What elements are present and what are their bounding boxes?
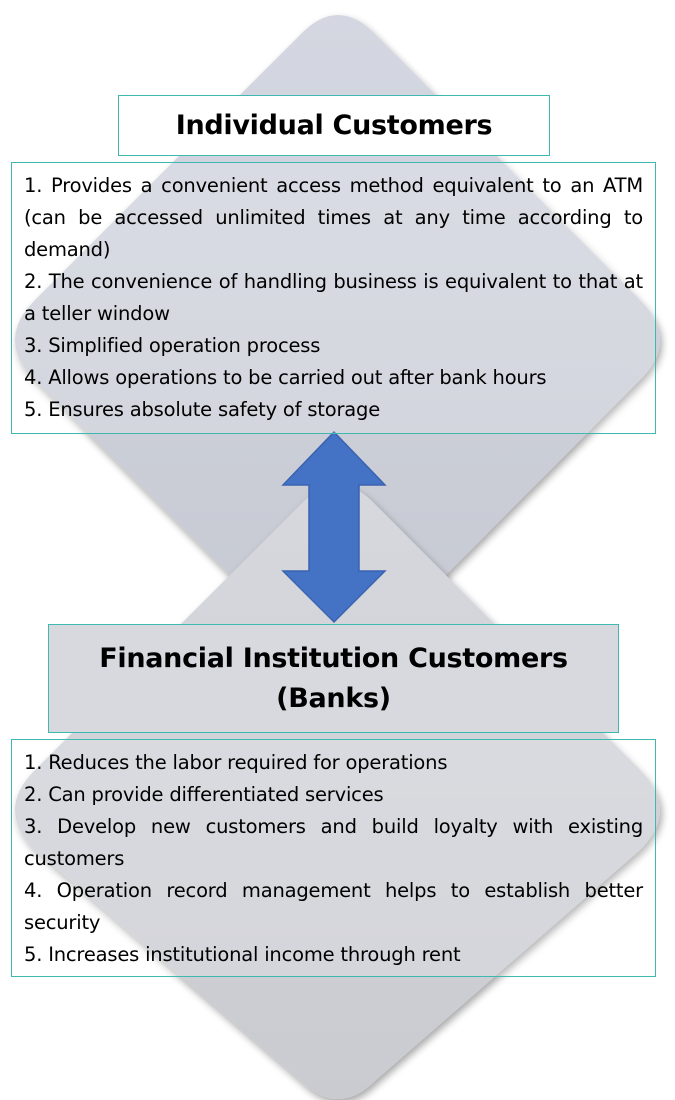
individual-customers-benefits: 1. Provides a convenient access method e… bbox=[11, 162, 656, 434]
list-item: 1. Reduces the labor required for operat… bbox=[24, 751, 448, 774]
financial-institution-customers-title: Financial Institution Customers (Banks) bbox=[48, 624, 619, 733]
list-item: 4. Operation record management helps to … bbox=[24, 879, 643, 934]
financial-institution-benefits: 1. Reduces the labor required for operat… bbox=[11, 739, 656, 977]
individual-customers-title-text: Individual Customers bbox=[175, 109, 493, 141]
list-item: 3. Simplified operation process bbox=[24, 334, 321, 357]
double-arrow-icon bbox=[281, 430, 387, 624]
list-item: 2. The convenience of handling business … bbox=[24, 270, 643, 325]
list-item: 5. Increases institutional income throug… bbox=[24, 943, 461, 966]
list-item: 3. Develop new customers and build loyal… bbox=[24, 815, 643, 870]
list-item: 4. Allows operations to be carried out a… bbox=[24, 366, 547, 389]
list-item: 1. Provides a convenient access method e… bbox=[24, 174, 643, 261]
individual-customers-title: Individual Customers bbox=[118, 95, 550, 156]
list-item: 5. Ensures absolute safety of storage bbox=[24, 398, 381, 421]
list-item: 2. Can provide differentiated services bbox=[24, 783, 384, 806]
financial-institution-customers-title-text: Financial Institution Customers (Banks) bbox=[99, 642, 568, 714]
top-diamond bbox=[15, 15, 660, 665]
